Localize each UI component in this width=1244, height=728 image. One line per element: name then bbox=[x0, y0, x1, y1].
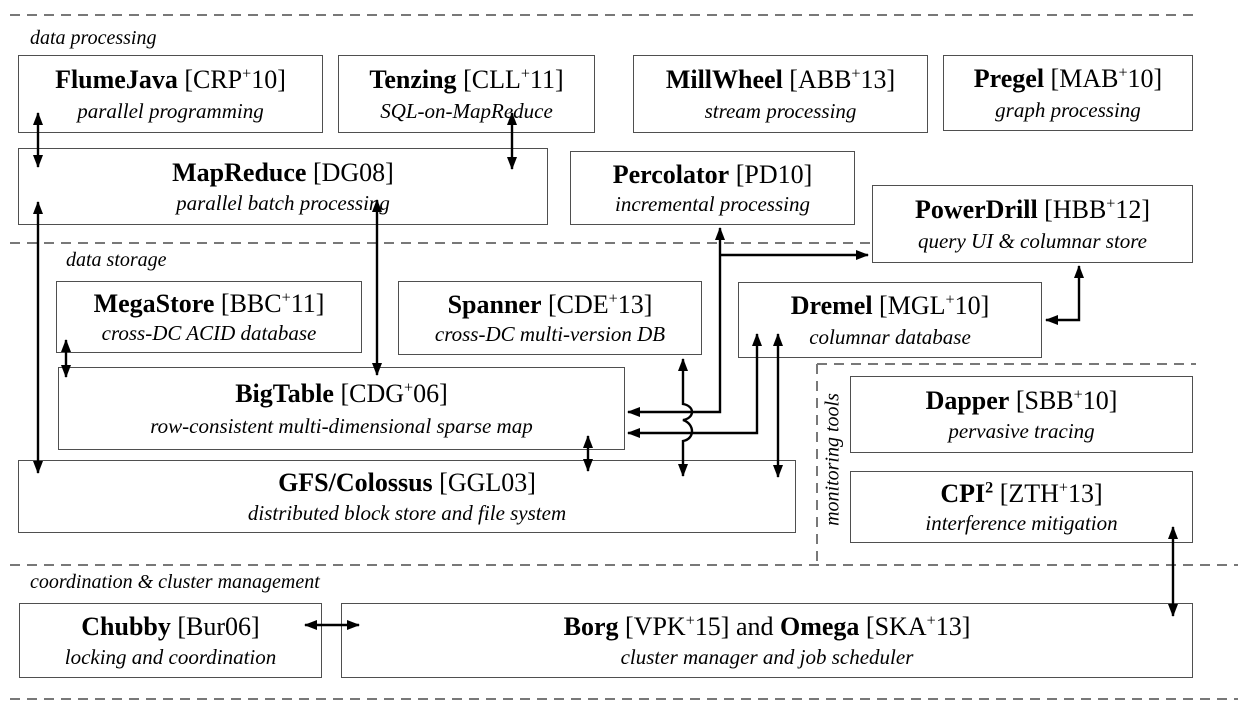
box-dremel: Dremel [MGL+10] columnar database bbox=[738, 282, 1042, 358]
box-chubby: Chubby [Bur06] locking and coordination bbox=[19, 603, 322, 678]
box-pregel-subtitle: graph processing bbox=[995, 97, 1141, 122]
box-tenzing: Tenzing [CLL+11] SQL-on-MapReduce bbox=[338, 55, 595, 133]
box-gfs-colossus-title: GFS/Colossus [GGL03] bbox=[278, 468, 536, 498]
box-pregel-title: Pregel [MAB+10] bbox=[973, 64, 1163, 94]
box-cpi2-title: CPI2 [ZTH+13] bbox=[940, 478, 1103, 508]
box-dremel-title: Dremel [MGL+10] bbox=[790, 291, 990, 321]
box-millwheel: MillWheel [ABB+13] stream processing bbox=[633, 55, 928, 133]
box-millwheel-title: MillWheel [ABB+13] bbox=[665, 64, 896, 94]
box-gfs-colossus: GFS/Colossus [GGL03] distributed block s… bbox=[18, 460, 796, 533]
box-pregel: Pregel [MAB+10] graph processing bbox=[943, 55, 1193, 131]
box-chubby-subtitle: locking and coordination bbox=[64, 645, 277, 670]
section-label-coordination: coordination & cluster management bbox=[30, 571, 320, 593]
box-flumejava-title: FlumeJava [CRP+10] bbox=[55, 64, 286, 94]
section-label-data-storage: data storage bbox=[66, 249, 167, 271]
box-cpi2: CPI2 [ZTH+13] interference mitigation bbox=[850, 471, 1193, 543]
box-percolator: Percolator [PD10] incremental processing bbox=[570, 151, 855, 225]
box-bigtable-title: BigTable [CDG+06] bbox=[235, 378, 448, 408]
box-percolator-subtitle: incremental processing bbox=[615, 192, 810, 217]
section-label-monitoring-tools: monitoring tools bbox=[821, 393, 844, 526]
box-flumejava-subtitle: parallel programming bbox=[77, 99, 264, 124]
box-spanner: Spanner [CDE+13] cross-DC multi-version … bbox=[398, 281, 702, 355]
box-megastore-subtitle: cross-DC ACID database bbox=[101, 321, 317, 346]
box-megastore: MegaStore [BBC+11] cross-DC ACID databas… bbox=[56, 281, 362, 353]
box-tenzing-title: Tenzing [CLL+11] bbox=[369, 64, 564, 94]
box-bigtable-subtitle: row-consistent multi-dimensional sparse … bbox=[150, 414, 533, 439]
box-spanner-title: Spanner [CDE+13] bbox=[447, 289, 653, 319]
box-megastore-title: MegaStore [BBC+11] bbox=[93, 288, 325, 318]
box-percolator-title: Percolator [PD10] bbox=[612, 159, 813, 189]
box-powerdrill-subtitle: query UI & columnar store bbox=[917, 229, 1148, 254]
box-bigtable: BigTable [CDG+06] row-consistent multi-d… bbox=[58, 367, 625, 450]
section-label-data-processing: data processing bbox=[30, 27, 157, 49]
box-flumejava: FlumeJava [CRP+10] parallel programming bbox=[18, 55, 323, 133]
box-borg-omega-subtitle: cluster manager and job scheduler bbox=[620, 645, 914, 670]
box-cpi2-subtitle: interference mitigation bbox=[925, 511, 1118, 536]
box-spanner-subtitle: cross-DC multi-version DB bbox=[434, 322, 666, 347]
box-borg-omega-title: Borg [VPK+15] and Omega [SKA+13] bbox=[563, 611, 971, 641]
box-mapreduce: MapReduce [DG08] parallel batch processi… bbox=[18, 148, 548, 225]
box-dapper-title: Dapper [SBB+10] bbox=[925, 385, 1118, 415]
box-powerdrill-title: PowerDrill [HBB+12] bbox=[914, 194, 1151, 224]
box-tenzing-subtitle: SQL-on-MapReduce bbox=[380, 99, 553, 124]
box-powerdrill: PowerDrill [HBB+12] query UI & columnar … bbox=[872, 185, 1193, 263]
box-dapper: Dapper [SBB+10] pervasive tracing bbox=[850, 376, 1193, 453]
box-dremel-subtitle: columnar database bbox=[809, 324, 971, 349]
box-dapper-subtitle: pervasive tracing bbox=[948, 419, 1095, 444]
box-chubby-title: Chubby [Bur06] bbox=[81, 611, 260, 641]
box-borg-omega: Borg [VPK+15] and Omega [SKA+13] cluster… bbox=[341, 603, 1193, 678]
box-mapreduce-subtitle: parallel batch processing bbox=[176, 191, 390, 216]
box-gfs-colossus-subtitle: distributed block store and file system bbox=[247, 500, 567, 525]
box-mapreduce-title: MapReduce [DG08] bbox=[172, 157, 394, 187]
box-millwheel-subtitle: stream processing bbox=[704, 99, 857, 124]
